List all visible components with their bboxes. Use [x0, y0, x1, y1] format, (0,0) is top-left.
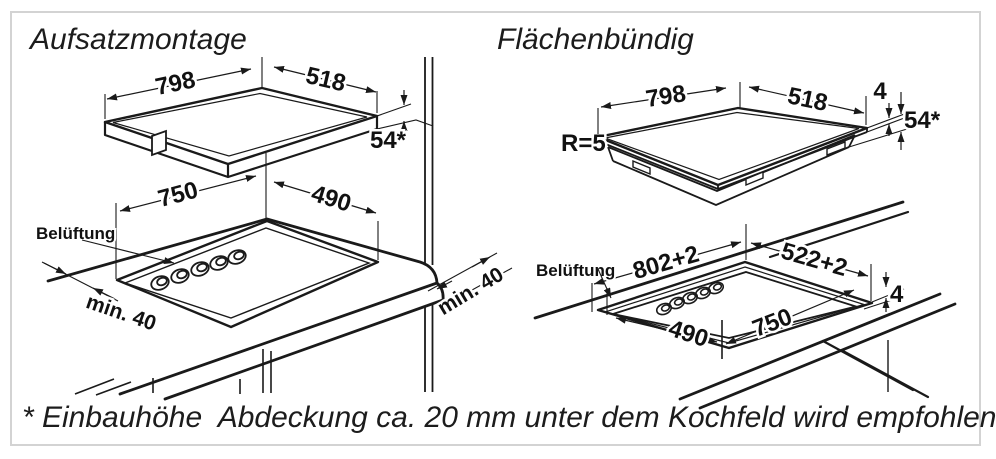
glass-edge: [597, 128, 868, 190]
dim-line-798: [600, 86, 727, 109]
dim-line-518: [748, 85, 865, 115]
dim-arrow: [92, 287, 116, 300]
dim-line-750: [119, 175, 257, 212]
dim-hob-width: 798: [153, 66, 198, 101]
dim-line-750: [725, 289, 855, 345]
hob-front-tab: [151, 129, 167, 157]
cutout-inner-rim: [122, 227, 372, 319]
cabinet-lines: [74, 349, 272, 396]
dim-line-798: [106, 67, 252, 101]
wall-lines: [424, 57, 434, 392]
dim-clearance-left: min. 40: [83, 290, 159, 335]
dim-line-518: [273, 65, 377, 94]
vent-holes: [150, 249, 247, 291]
dim-step-depth: 4: [890, 281, 904, 308]
dim-cut-width: 750: [155, 177, 201, 213]
dim-arrow: [471, 256, 491, 268]
dim-line-490: [273, 181, 377, 214]
vent-label: Belüftung: [536, 261, 615, 280]
hob-glass-rim: [602, 111, 860, 181]
dim-hob-width: 798: [644, 80, 688, 113]
dim-line-490: [615, 316, 718, 344]
hob-tray-body: [607, 134, 856, 206]
cabinet-lines: [821, 339, 930, 399]
flush-hob-view: R=5 798 518 4 54*: [559, 76, 943, 206]
dim-hob-depth: 518: [785, 82, 830, 117]
aufsatz-cutout-view: 750 490 Belüftung min. 40 min. 40: [34, 174, 513, 401]
flush-cutout-view: 802+2 522+2 490 750 Belüftung 4: [533, 200, 957, 410]
dim-hob-depth: 518: [303, 62, 348, 97]
aufsatz-hob-view: 798 518 54*: [103, 57, 434, 392]
dim-hob-height: 54*: [370, 127, 407, 154]
panel-title-aufsatzmontage: Aufsatzmontage: [30, 23, 247, 56]
dim-arrow: [436, 280, 453, 290]
vent-leader-arrow: [81, 239, 175, 264]
panel-title-flaechenbuendig: Flächenbündig: [497, 23, 694, 56]
dim-clearance-right: min. 40: [434, 263, 508, 320]
vent-leader-arrow: [597, 268, 612, 299]
cutout-opening: [115, 219, 380, 329]
vent-label: Belüftung: [36, 224, 115, 243]
dim-line-522: [750, 242, 869, 277]
dim-line-802: [593, 241, 742, 285]
dim-arrow: [43, 262, 67, 275]
hob-glass-rim: [112, 92, 368, 157]
dim-hob-height: 54*: [904, 107, 941, 134]
ext-line: [376, 103, 434, 130]
vent-holes: [655, 281, 725, 316]
dim-glass-thickness: 4: [873, 78, 887, 105]
page-border: [10, 11, 981, 446]
corner-radius-label: R=5: [561, 130, 606, 157]
worktop-front-edges: [678, 292, 957, 410]
dim-cut-depth: 490: [308, 180, 354, 218]
footnote-text: * Einbauhöhe Abdeckung ca. 20 mm unter d…: [22, 401, 996, 434]
mounting-brackets: [632, 140, 846, 187]
